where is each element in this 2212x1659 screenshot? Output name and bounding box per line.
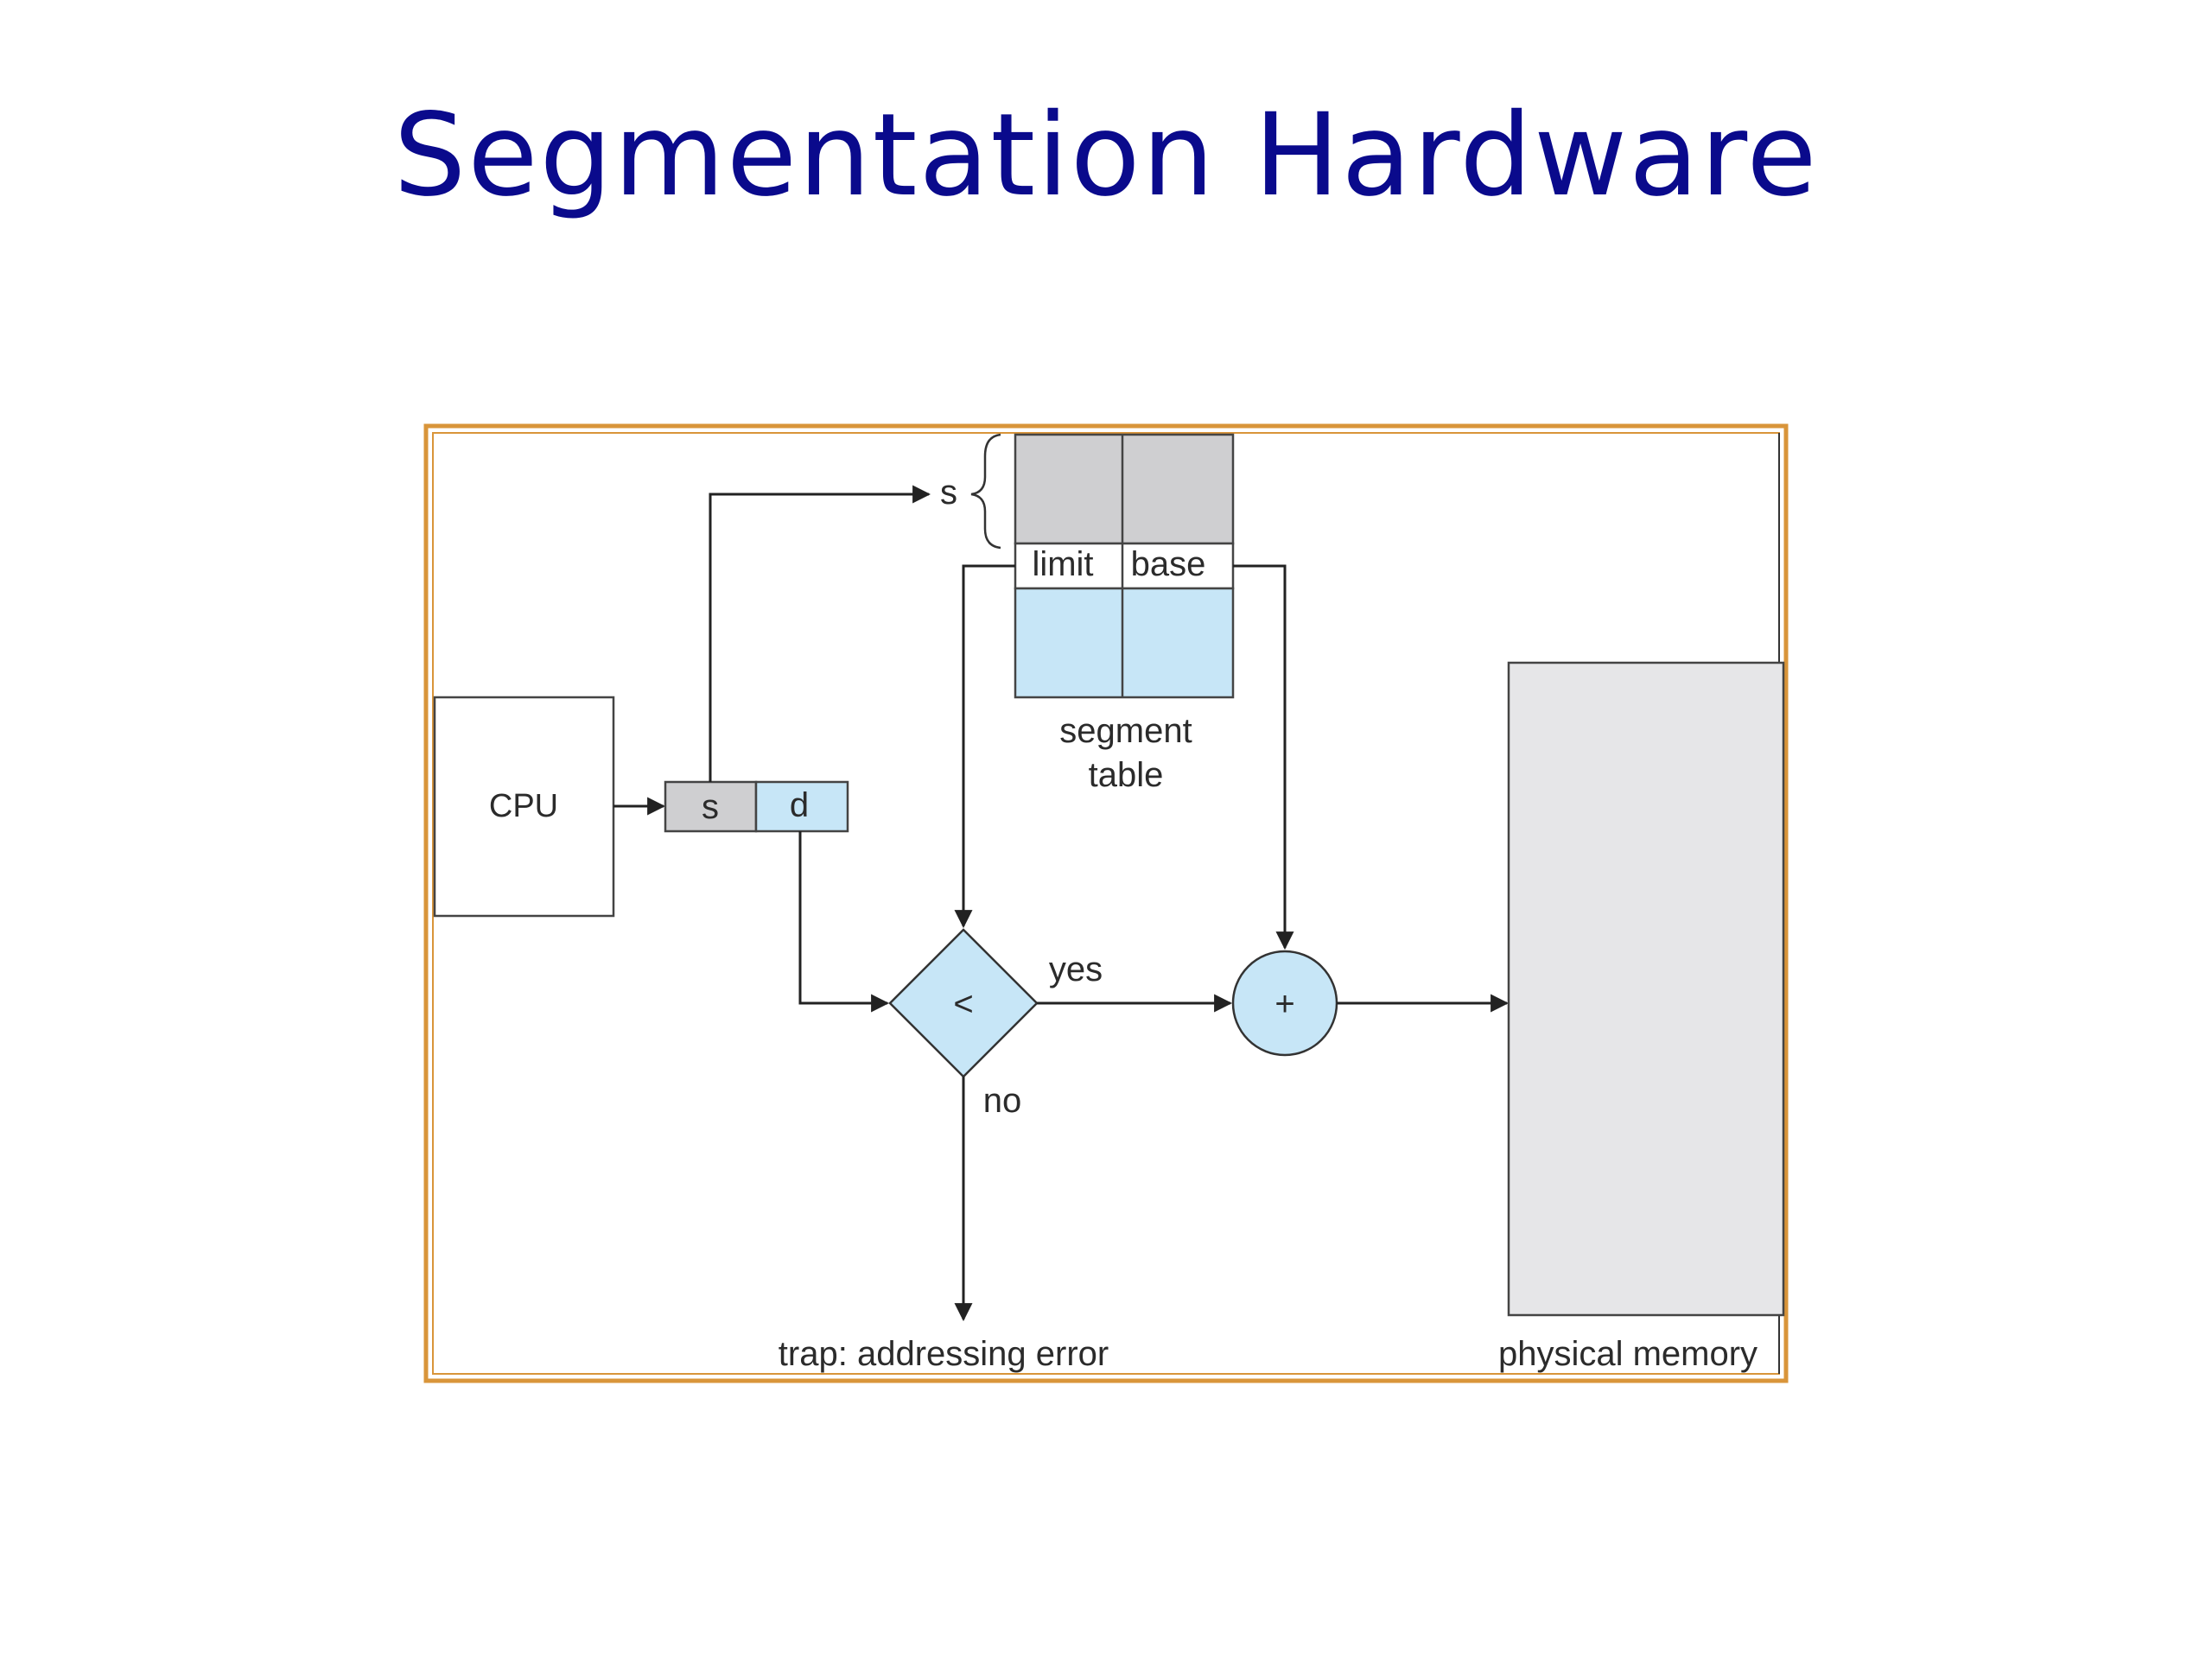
address-d-label: d xyxy=(790,786,809,824)
cpu-box xyxy=(433,696,615,918)
physical-memory-label: physical memory xyxy=(1498,1335,1758,1373)
page-title: Segmentation Hardware xyxy=(393,89,1819,222)
adder-label: + xyxy=(1274,985,1294,1023)
physical-memory-box xyxy=(1507,661,1785,1317)
segment-table-label-line1: segment xyxy=(1059,712,1192,750)
d-to-compare-arrow xyxy=(798,831,890,1013)
compare-label: < xyxy=(953,985,973,1023)
limit-to-compare-arrow xyxy=(954,564,1015,929)
segment-index-label: s xyxy=(940,474,957,512)
address-s-cell xyxy=(664,780,758,833)
segment-table-blue-rows xyxy=(1014,587,1235,699)
trap-label: trap: addressing error xyxy=(779,1335,1109,1373)
segment-table-gray-rows xyxy=(1014,433,1235,545)
segment-index-brace xyxy=(970,433,1001,550)
address-s-label: s xyxy=(702,788,719,826)
s-to-segment-table-arrow xyxy=(709,485,931,782)
yes-label: yes xyxy=(1049,950,1103,988)
no-label: no xyxy=(983,1082,1022,1120)
base-to-adder-arrow xyxy=(1233,564,1294,950)
limit-label: limit xyxy=(1032,545,1093,583)
address-d-cell xyxy=(754,780,849,833)
segment-table-label-line2: table xyxy=(1089,756,1164,794)
cpu-label: CPU xyxy=(489,788,558,824)
base-label: base xyxy=(1131,545,1206,583)
